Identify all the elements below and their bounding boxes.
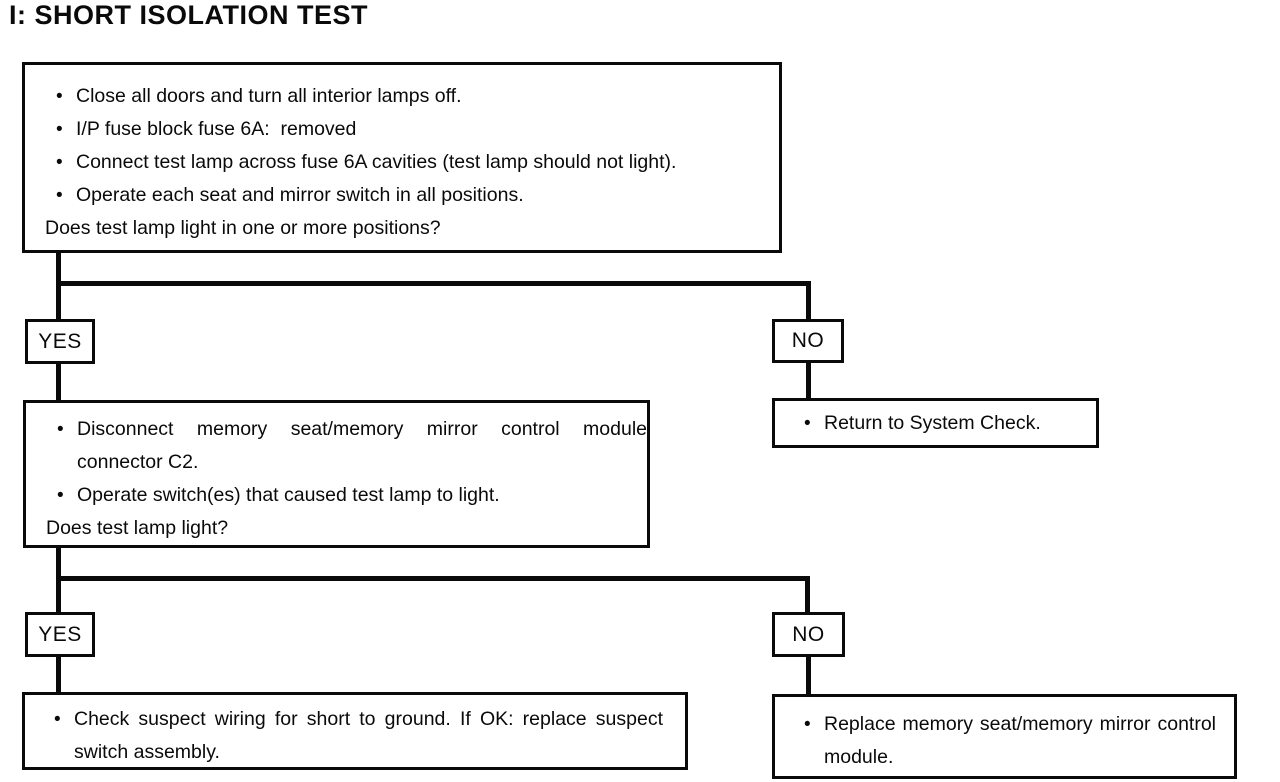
step1-bullet-4: Operate each seat and mirror switch in a…	[76, 184, 524, 206]
bullet-icon: •	[56, 86, 63, 107]
step1-bullet-3: Connect test lamp across fuse 6A cavitie…	[76, 151, 677, 173]
connector-line	[806, 281, 811, 319]
check-suspect-wiring-text: Check suspect wiring for short to ground…	[74, 708, 669, 763]
return-to-system-check-text: Return to System Check.	[824, 411, 1041, 434]
list-item: • Return to System Check.	[775, 407, 1041, 440]
list-item: • Close all doors and turn all interior …	[25, 80, 779, 113]
bullet-icon: •	[804, 412, 811, 434]
connector-line	[56, 281, 811, 286]
step1-question: Does test lamp light in one or more posi…	[45, 217, 441, 239]
bullet-icon: •	[56, 119, 63, 140]
branch1-yes-label: YES	[25, 319, 95, 364]
list-item: • Replace memory seat/memory mirror cont…	[775, 708, 1234, 774]
step2-question: Does test lamp light?	[46, 517, 229, 539]
branch1-no-label: NO	[772, 319, 844, 363]
step3-no-box: • Replace memory seat/memory mirror cont…	[772, 694, 1237, 779]
branch2-no-label: NO	[772, 612, 845, 657]
bullet-icon: •	[54, 709, 61, 730]
step2-yes-box: • Disconnect memory seat/memory mirror c…	[23, 400, 650, 548]
step3-yes-box: • Check suspect wiring for short to grou…	[22, 692, 688, 770]
connector-line	[56, 363, 61, 400]
connector-line	[56, 576, 810, 581]
connector-line	[806, 362, 811, 398]
connector-line	[805, 576, 810, 612]
step1-bullet-1: Close all doors and turn all interior la…	[76, 85, 462, 107]
bullet-icon: •	[804, 714, 811, 735]
list-item: • I/P fuse block fuse 6A: removed	[25, 113, 779, 146]
step2-no-box: • Return to System Check.	[772, 398, 1099, 448]
bullet-icon: •	[57, 419, 64, 440]
step2-bullet-2: Operate switch(es) that caused test lamp…	[77, 484, 500, 506]
step2-bullet-1: Disconnect memory seat/memory mirror con…	[77, 418, 653, 473]
list-item: • Connect test lamp across fuse 6A cavit…	[25, 146, 779, 179]
branch2-yes-label: YES	[25, 612, 95, 657]
bullet-icon: •	[57, 485, 64, 506]
page-title: I: SHORT ISOLATION TEST	[9, 0, 368, 30]
bullet-icon: •	[56, 185, 63, 206]
connector-line	[56, 656, 61, 692]
list-item: • Operate each seat and mirror switch in…	[25, 179, 779, 212]
list-item: • Disconnect memory seat/memory mirror c…	[26, 413, 647, 479]
list-item: • Operate switch(es) that caused test la…	[26, 479, 647, 512]
connector-line	[806, 656, 811, 694]
step1-bullet-2: I/P fuse block fuse 6A: removed	[76, 118, 357, 140]
bullet-icon: •	[56, 152, 63, 173]
list-item: • Check suspect wiring for short to grou…	[25, 703, 685, 769]
step1-box: • Close all doors and turn all interior …	[22, 62, 782, 253]
replace-module-text: Replace memory seat/memory mirror contro…	[824, 713, 1222, 768]
